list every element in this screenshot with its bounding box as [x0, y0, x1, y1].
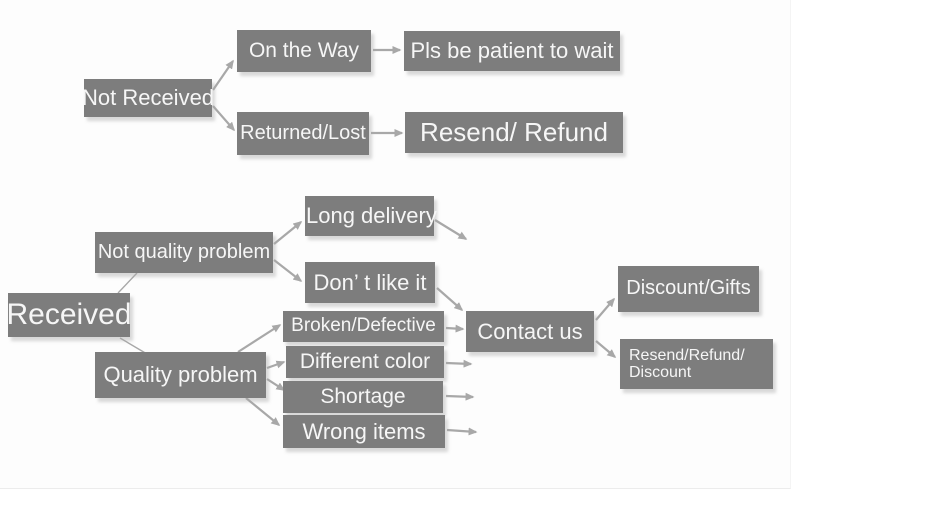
node-resend-refund: Resend/ Refund [405, 112, 623, 153]
node-not-quality-problem: Not quality problem [95, 232, 273, 273]
node-broken-defective: Broken/Defective [283, 311, 444, 342]
node-discount-gifts: Discount/Gifts [618, 266, 759, 312]
node-wrong-items: Wrong items [283, 415, 445, 448]
node-shortage: Shortage [283, 381, 443, 413]
node-resend-refund-discount: Resend/Refund/ Discount [620, 339, 773, 389]
node-long-delivery: Long delivery [305, 196, 437, 236]
node-dont-like-it: Don’ t like it [305, 262, 435, 303]
node-pls-be-patient-to-wait: Pls be patient to wait [404, 31, 620, 71]
node-contact-us: Contact us [466, 311, 594, 352]
node-received: Received [6, 293, 132, 337]
node-not-received: Not Received [82, 79, 214, 117]
node-quality-problem: Quality problem [95, 352, 266, 398]
node-returned-lost: Returned/Lost [237, 112, 369, 155]
node-different-color: Different color [286, 346, 444, 378]
node-on-the-way: On the Way [237, 30, 371, 72]
